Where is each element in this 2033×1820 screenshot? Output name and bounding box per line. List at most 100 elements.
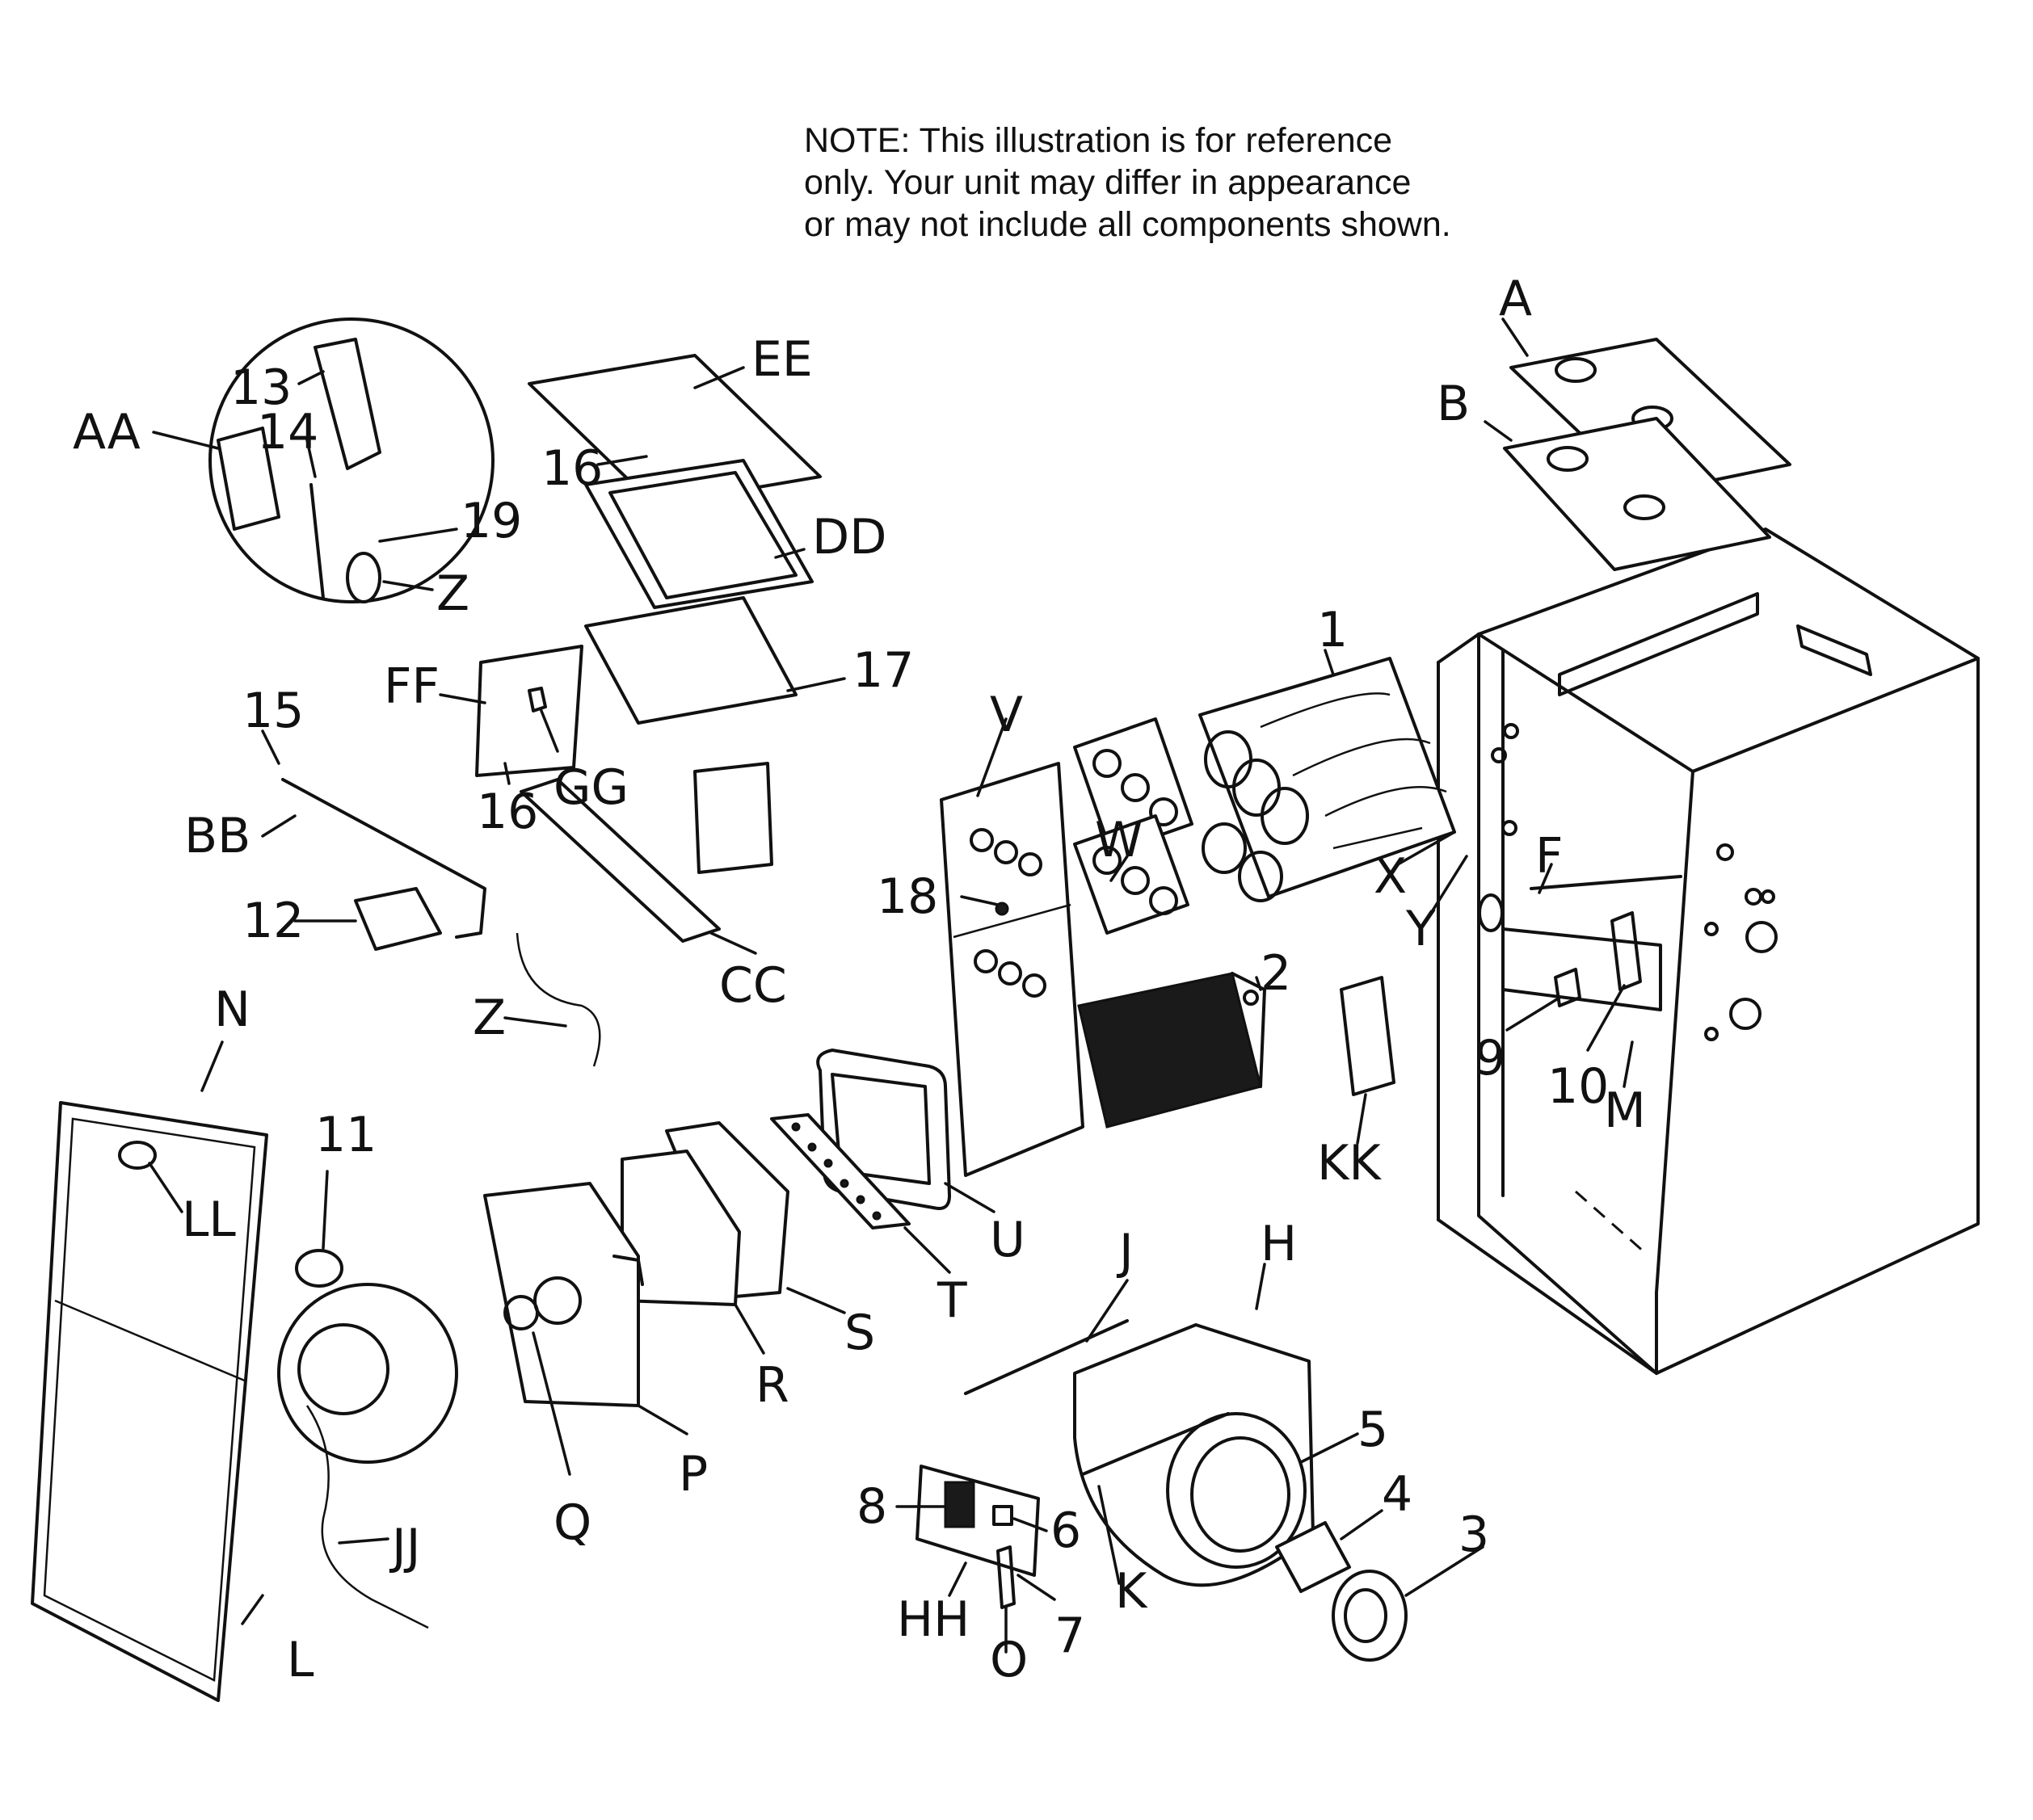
part-FF-gasket-right xyxy=(693,762,773,874)
part-U-gasket-inner xyxy=(831,1073,931,1185)
callout-B: B xyxy=(1437,376,1470,432)
leader-lines xyxy=(148,317,1634,1654)
callout-O: O xyxy=(990,1632,1028,1688)
callout-4: 4 xyxy=(1382,1466,1412,1523)
leader-KK xyxy=(1356,1093,1367,1145)
callout-11: 11 xyxy=(315,1107,377,1163)
leader-5 xyxy=(1299,1432,1359,1464)
burner-strip-hole-4 xyxy=(840,1179,849,1188)
part-1-heat-exchanger xyxy=(1198,657,1456,902)
heat-exchanger-curve-4 xyxy=(1332,826,1423,850)
callout-R: R xyxy=(756,1357,789,1414)
cabinet-hole-8 xyxy=(1503,723,1519,739)
callout-U: U xyxy=(990,1212,1025,1268)
leader-P xyxy=(637,1404,688,1435)
part-5-blower-wheel-inner xyxy=(1190,1436,1290,1553)
leader-19 xyxy=(378,528,458,543)
callout-GG: GG xyxy=(553,759,629,816)
part-18-sight-glass xyxy=(995,902,1009,916)
leader-Q xyxy=(532,1331,571,1476)
callout-6: 6 xyxy=(1050,1503,1081,1559)
leader-15 xyxy=(261,729,280,765)
heat-exchanger-tube-4 xyxy=(1202,822,1247,874)
callout-J: J xyxy=(1116,1224,1134,1280)
callout-5: 5 xyxy=(1357,1402,1388,1458)
part-JJ-hose xyxy=(305,1405,429,1629)
leader-Y xyxy=(1425,855,1468,923)
part-F-bracket xyxy=(1530,875,1682,890)
panel-B-hole-1 xyxy=(1547,446,1589,472)
top-panels xyxy=(1503,338,1791,571)
leader-V xyxy=(976,717,1008,797)
callout-F: F xyxy=(1535,828,1564,885)
part-11-inducer-blower xyxy=(277,1249,458,1629)
limit-switch-bracket xyxy=(1796,624,1872,676)
detail-circle-gas-valve xyxy=(208,317,495,603)
callout-W: W xyxy=(1095,812,1143,868)
cabinet-hole-11 xyxy=(1478,893,1504,932)
leader-17 xyxy=(786,677,846,692)
secondary-exchanger-side xyxy=(1231,972,1266,1088)
panel-V-hole-5 xyxy=(998,961,1022,986)
leader-H xyxy=(1255,1263,1266,1310)
leader-16-mid xyxy=(503,762,511,785)
callout-EE: EE xyxy=(751,331,813,388)
leader-3 xyxy=(1404,1545,1484,1597)
leader-FF-left xyxy=(439,693,486,704)
part-GG-window xyxy=(528,687,547,712)
cabinet-hole-9 xyxy=(1491,747,1507,763)
leader-W xyxy=(1109,855,1129,882)
part-N-front-door xyxy=(31,1101,268,1702)
panel-B-hole-2 xyxy=(1623,494,1665,520)
leader-M xyxy=(1623,1040,1634,1088)
gasket-W-upper-hole-1 xyxy=(1092,749,1122,778)
callout-14: 14 xyxy=(257,404,318,460)
callout-L: L xyxy=(287,1632,314,1688)
leader-10 xyxy=(1586,984,1626,1052)
inducer-housing-body xyxy=(483,1182,640,1407)
part-DD-manifold-frame xyxy=(584,459,814,609)
part-8-transformer xyxy=(944,1481,975,1528)
cabinet-back-panel xyxy=(1477,633,1658,1375)
part-10-rollout-switch xyxy=(1610,911,1642,991)
part-4-motor-mount xyxy=(1275,1521,1351,1593)
part-17-burner-assembly xyxy=(584,596,798,725)
panel-V-hole-6 xyxy=(1022,973,1046,998)
callout-AA: AA xyxy=(73,404,141,460)
gasket-W-lower-hole-2 xyxy=(1121,866,1150,895)
part-3-blower-motor xyxy=(1332,1570,1408,1662)
panel-V-body xyxy=(940,762,1084,1177)
part-Z-hose xyxy=(516,932,601,1067)
leader-X xyxy=(1396,830,1456,866)
part-3-motor-face xyxy=(1344,1588,1387,1643)
inducer-blower-housing xyxy=(277,1283,458,1464)
part-W-gaskets xyxy=(1073,717,1193,935)
callout-LL: LL xyxy=(182,1192,236,1248)
callout-Z-mid: Z xyxy=(473,990,506,1046)
secondary-exchanger-fitting xyxy=(1243,990,1259,1006)
leader-AA xyxy=(152,431,220,450)
secondary-exchanger-fins xyxy=(1077,972,1262,1129)
gasket-W-lower-hole-3 xyxy=(1149,886,1178,915)
heat-exchanger-curve-1 xyxy=(1260,692,1391,729)
cabinet-hole-5 xyxy=(1729,998,1762,1030)
panel-V-hole-3 xyxy=(1018,852,1042,876)
leader-HH xyxy=(948,1562,967,1597)
front-door-panel xyxy=(31,1101,268,1702)
callout-labels: A B AA EE DD 13 14 19 Z 16 17 1 FF 15 16… xyxy=(73,271,1646,1688)
inducer-housing-tab xyxy=(612,1255,644,1286)
cabinet-hole-10 xyxy=(1501,820,1517,836)
cabinet-base xyxy=(1437,1218,1658,1375)
panel-V-divider xyxy=(953,903,1071,939)
callout-16-top: 16 xyxy=(541,440,603,497)
inducer-blower-outlet xyxy=(295,1249,343,1288)
cabinet-assembly xyxy=(1437,528,1980,1375)
part-B-top-panel xyxy=(1503,417,1771,571)
callout-7: 7 xyxy=(1054,1608,1085,1664)
cabinet-right-side-panel xyxy=(1655,657,1980,1375)
callout-P: P xyxy=(679,1446,708,1503)
callout-13: 13 xyxy=(230,359,292,416)
leader-EE xyxy=(693,366,745,389)
part-HH-control-board xyxy=(915,1465,1040,1609)
